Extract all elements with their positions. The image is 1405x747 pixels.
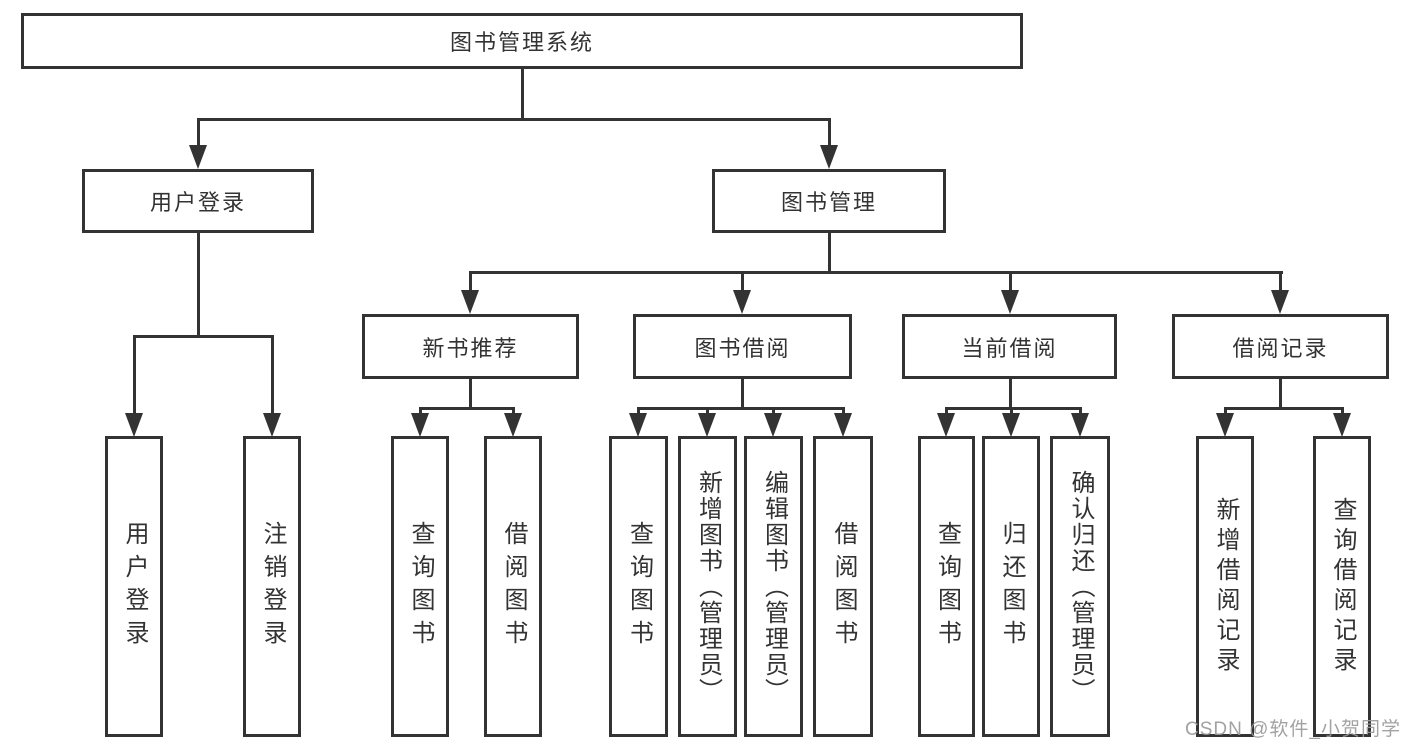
connector-line <box>636 406 845 410</box>
arrow-down-icon <box>1216 413 1234 437</box>
arrow-down-icon <box>1333 413 1351 437</box>
arrow-down-icon <box>189 145 207 169</box>
node-nb-query-book: 查询图书 <box>391 436 449 737</box>
node-label: 图书管理 <box>780 190 877 215</box>
connector-line <box>418 408 422 417</box>
connector-line <box>520 69 524 121</box>
arrow-down-icon <box>764 413 782 437</box>
arrow-down-icon <box>820 145 838 169</box>
node-root: 图书管理系统 <box>21 13 1023 69</box>
node-label: 借阅图书 <box>830 520 857 653</box>
node-br-query-record: 查询借阅记录 <box>1313 436 1371 737</box>
node-new-book-recommend: 新书推荐 <box>362 314 579 379</box>
node-current-borrow: 当前借阅 <box>902 314 1117 379</box>
node-label: 查询图书 <box>933 520 961 653</box>
node-label: 查询图书 <box>407 520 434 653</box>
node-label: 用户登录 <box>149 190 246 215</box>
node-label: 编辑图书（管理员） <box>760 469 788 704</box>
node-bb-add-book: 新增图书（管理员） <box>678 436 737 737</box>
arrow-down-icon <box>125 413 143 437</box>
connector-line <box>1340 408 1344 417</box>
connector-line <box>196 233 200 338</box>
arrow-down-icon <box>1001 290 1019 314</box>
connector-line <box>1078 408 1082 417</box>
node-bb-query-book: 查询图书 <box>609 436 668 737</box>
node-label: 用户登录 <box>121 520 148 653</box>
arrow-down-icon <box>1002 413 1020 437</box>
connector-line <box>132 336 136 416</box>
node-label: 新增图书（管理员） <box>694 469 722 704</box>
connector-line <box>636 408 640 417</box>
connector-line <box>468 270 1283 274</box>
arrow-down-icon <box>834 413 852 437</box>
node-leaf-logout: 注销登录 <box>243 436 301 737</box>
node-bb-borrow-book: 借阅图书 <box>813 436 873 737</box>
connector-line <box>418 406 515 410</box>
node-book-borrow: 图书借阅 <box>633 314 852 379</box>
arrow-down-icon <box>937 413 955 437</box>
node-label: 借阅记录 <box>1232 335 1329 361</box>
node-label: 新书推荐 <box>422 335 519 361</box>
node-cb-return-book: 归还图书 <box>982 436 1040 737</box>
arrow-down-icon <box>411 413 429 437</box>
connector-line <box>511 408 515 417</box>
connector-line <box>740 272 744 292</box>
arrow-down-icon <box>1271 290 1289 314</box>
connector-line <box>1008 379 1012 410</box>
watermark-text: CSDN @软件_小贺同学 <box>1185 719 1401 740</box>
node-book-management: 图书管理 <box>712 169 946 233</box>
arrow-down-icon <box>1071 413 1089 437</box>
node-label: 新增借阅记录 <box>1212 496 1239 677</box>
connector-line <box>944 406 1082 410</box>
node-borrow-records: 借阅记录 <box>1172 314 1389 379</box>
arrow-down-icon <box>629 413 647 437</box>
connector-line <box>740 379 744 410</box>
connector-line <box>771 408 775 417</box>
node-user-login: 用户登录 <box>82 169 314 233</box>
arrow-down-icon <box>504 413 522 437</box>
node-br-add-record: 新增借阅记录 <box>1196 436 1254 737</box>
connector-line <box>1278 379 1282 410</box>
node-label: 图书管理系统 <box>449 30 594 55</box>
connector-line <box>270 336 274 416</box>
node-cb-confirm-return: 确认归还（管理员） <box>1050 436 1110 737</box>
node-nb-borrow-book: 借阅图书 <box>484 436 542 737</box>
connector-line <box>132 334 274 338</box>
node-label: 当前借阅 <box>961 335 1058 361</box>
node-label: 查询图书 <box>625 520 653 653</box>
arrow-down-icon <box>461 290 479 314</box>
connector-line <box>1278 272 1282 292</box>
node-cb-query-book: 查询图书 <box>918 436 975 737</box>
connector-line <box>1009 408 1013 417</box>
node-bb-edit-book: 编辑图书（管理员） <box>744 436 803 737</box>
connector-line <box>944 408 948 417</box>
connector-line <box>196 117 831 121</box>
arrow-down-icon <box>263 413 281 437</box>
connector-line <box>196 119 200 151</box>
connector-line <box>1223 408 1227 417</box>
node-label: 注销登录 <box>259 520 286 653</box>
connector-line <box>705 408 709 417</box>
connector-line <box>1223 406 1344 410</box>
arrow-down-icon <box>698 413 716 437</box>
node-label: 图书借阅 <box>694 335 791 361</box>
connector-line <box>1008 272 1012 292</box>
node-label: 归还图书 <box>998 520 1025 653</box>
connector-line <box>827 119 831 151</box>
node-label: 借阅图书 <box>500 520 527 653</box>
connector-line <box>841 408 845 417</box>
node-label: 确认归还（管理员） <box>1067 469 1094 704</box>
node-label: 查询借阅记录 <box>1329 496 1356 677</box>
arrow-down-icon <box>733 290 751 314</box>
connector-line <box>827 233 831 274</box>
connector-line <box>468 272 472 292</box>
connector-line <box>468 379 472 410</box>
node-leaf-user-login: 用户登录 <box>105 436 163 737</box>
